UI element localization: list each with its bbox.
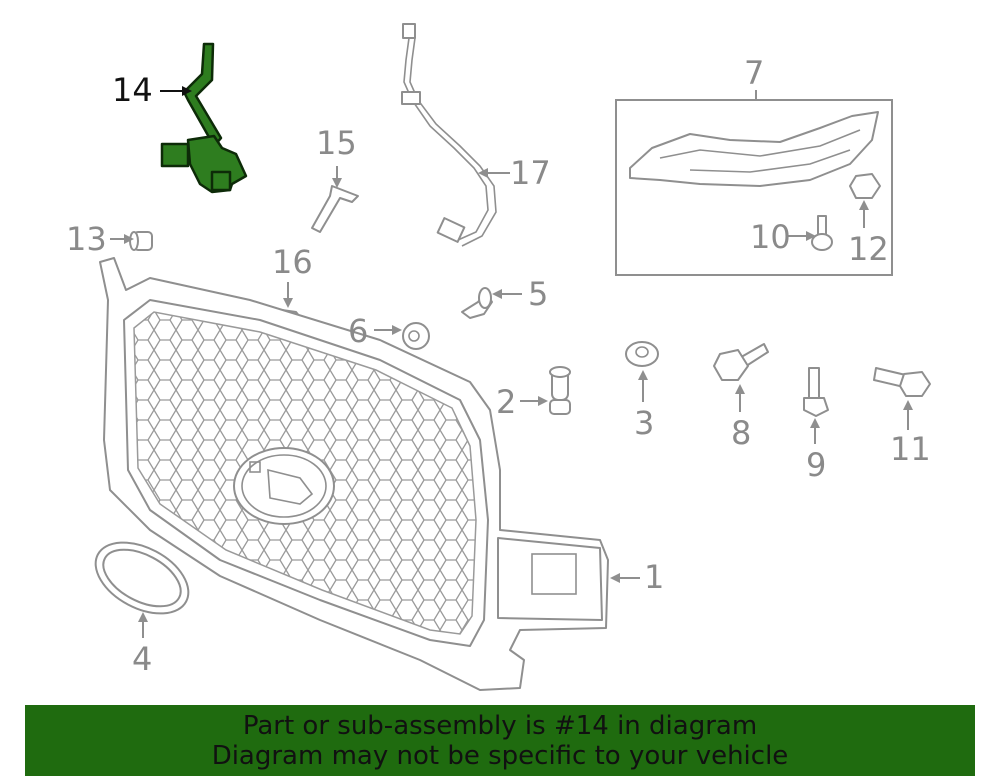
part-6-nut[interactable] bbox=[402, 322, 430, 350]
callout-4: 4 bbox=[132, 640, 152, 678]
callout-13: 13 bbox=[66, 220, 107, 258]
part-1-grille[interactable] bbox=[99, 257, 609, 691]
callout-6: 6 bbox=[348, 312, 368, 350]
callout-10: 10 bbox=[750, 218, 791, 256]
part-2-pin[interactable] bbox=[549, 366, 571, 415]
banner-line-2: Diagram may not be specific to your vehi… bbox=[211, 740, 789, 771]
callout-9: 9 bbox=[806, 446, 826, 484]
part-5-pin[interactable] bbox=[461, 287, 493, 319]
part-8-bolt[interactable] bbox=[713, 343, 769, 381]
callout-14: 14 bbox=[112, 71, 153, 109]
callout-5: 5 bbox=[528, 275, 548, 313]
banner-line-1: Part or sub-assembly is #14 in diagram bbox=[242, 710, 758, 741]
part-7-inset[interactable] bbox=[615, 99, 893, 276]
leader-lines bbox=[110, 86, 913, 638]
callout-11: 11 bbox=[890, 430, 931, 468]
part-11-bolt[interactable] bbox=[873, 367, 931, 397]
part-13-plug[interactable] bbox=[129, 231, 153, 251]
part-14-sensor[interactable] bbox=[160, 42, 248, 194]
part-10-screw[interactable] bbox=[811, 215, 833, 251]
callout-1: 1 bbox=[644, 558, 664, 596]
part-4-emblem-ring[interactable] bbox=[84, 528, 200, 628]
part-15-clip[interactable] bbox=[311, 185, 359, 233]
part-3-nut[interactable] bbox=[625, 341, 659, 367]
callout-7: 7 bbox=[744, 54, 764, 92]
part-9-bolt[interactable] bbox=[803, 367, 829, 417]
callout-12: 12 bbox=[848, 230, 889, 268]
info-banner: Part or sub-assembly is #14 in diagram D… bbox=[25, 705, 975, 776]
callout-15: 15 bbox=[316, 124, 357, 162]
callout-labels: 14 15 17 13 16 7 10 12 5 6 2 3 8 9 11 1 … bbox=[66, 54, 931, 678]
callout-2: 2 bbox=[496, 383, 516, 421]
callout-3: 3 bbox=[634, 404, 654, 442]
callout-17: 17 bbox=[510, 154, 551, 192]
part-17-harness[interactable] bbox=[401, 23, 497, 247]
callout-8: 8 bbox=[731, 414, 751, 452]
part-12-nut[interactable] bbox=[849, 173, 881, 199]
callout-16: 16 bbox=[272, 243, 313, 281]
